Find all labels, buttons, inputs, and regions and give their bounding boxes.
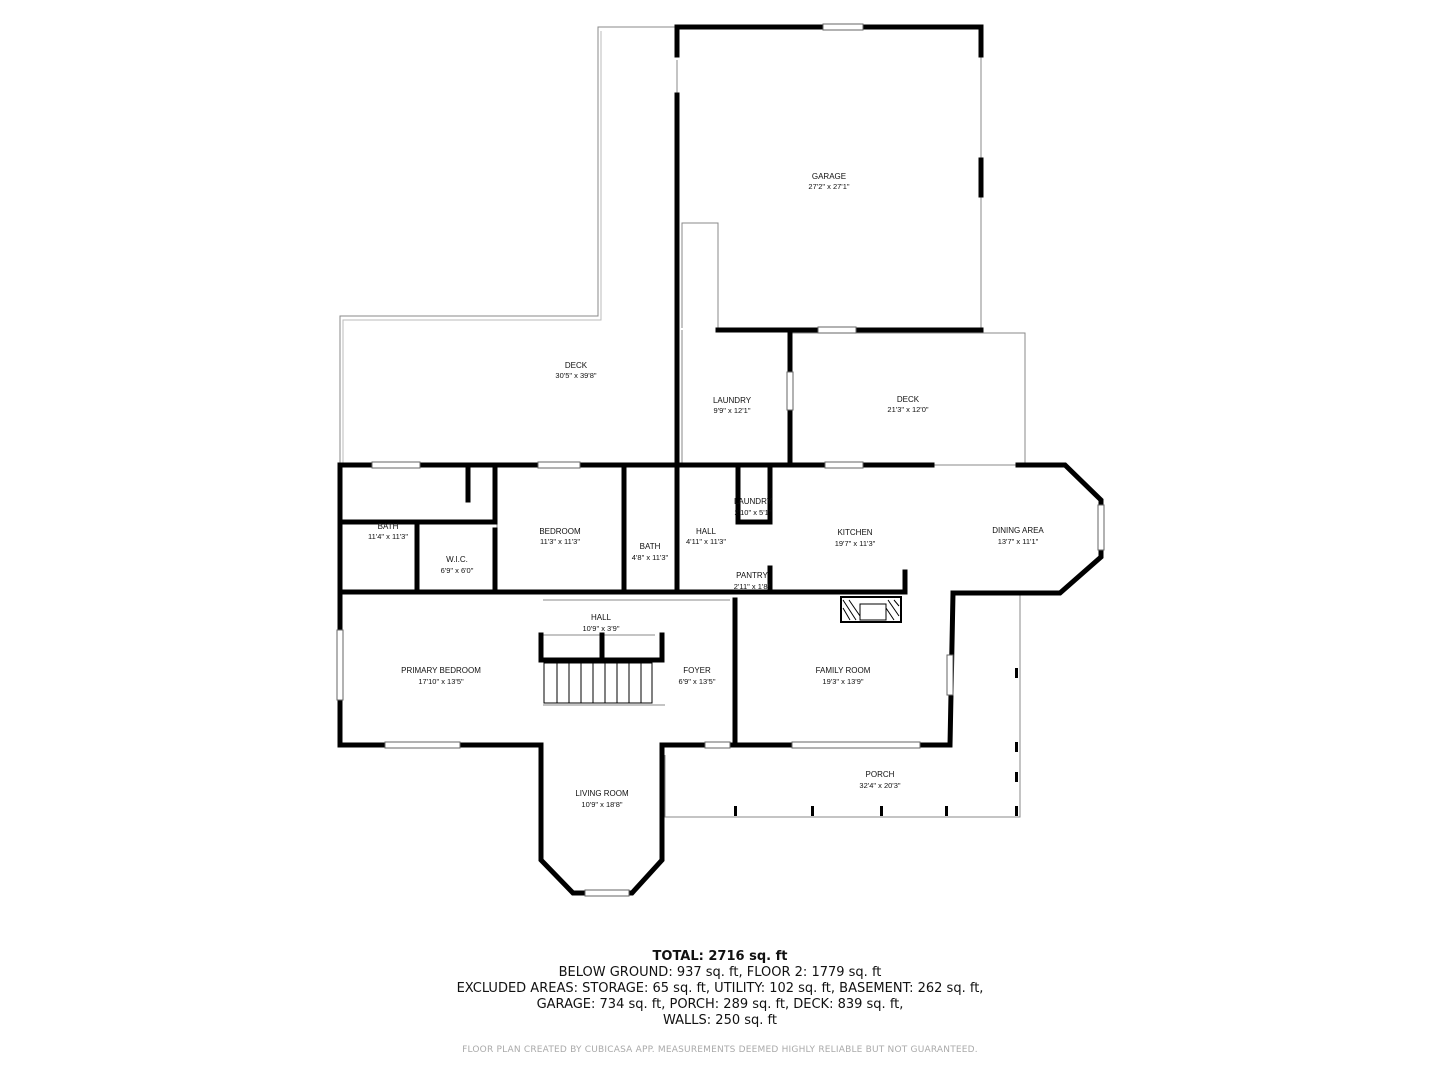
living-room-walls xyxy=(538,742,665,896)
room-name-deck-large: DECK xyxy=(565,361,588,370)
room-dims-dining: 13'7" x 11'1" xyxy=(998,537,1039,546)
stair-outline xyxy=(543,662,653,704)
windows xyxy=(336,23,1105,897)
window xyxy=(822,23,864,31)
area-line-3: GARAGE: 734 sq. ft, PORCH: 289 sq. ft, D… xyxy=(536,997,904,1012)
room-name-living-room: LIVING ROOM xyxy=(575,789,629,798)
room-name-bath-mid: BATH xyxy=(640,542,661,551)
room-dims-porch: 32'4" x 20'3" xyxy=(859,781,900,790)
room-name-hall-mid: HALL xyxy=(696,527,717,536)
room-name-laundry-upper: LAUNDRY xyxy=(713,396,752,405)
window xyxy=(1097,504,1105,551)
room-name-foyer: FOYER xyxy=(683,666,711,675)
porch-outline xyxy=(664,595,1021,818)
room-name-pantry: PANTRY xyxy=(736,571,768,580)
room-name-porch: PORCH xyxy=(866,770,895,779)
room-dims-hall-mid: 4'11" x 11'3" xyxy=(686,537,726,546)
room-dims-bedroom: 11'3" x 11'3" xyxy=(540,537,580,546)
staircase xyxy=(543,662,653,704)
room-dims-bath-left: 11'4" x 11'3" xyxy=(368,532,408,541)
room-name-bedroom: BEDROOM xyxy=(539,527,581,536)
room-dims-pantry: 2'11" x 1'8" xyxy=(734,582,771,591)
window xyxy=(817,326,857,334)
room-dims-garage: 27'2" x 27'1" xyxy=(808,182,849,191)
total-area: TOTAL: 2716 sq. ft xyxy=(652,949,788,964)
area-line-1: BELOW GROUND: 937 sq. ft, FLOOR 2: 1779 … xyxy=(558,965,882,980)
window xyxy=(824,461,864,469)
window xyxy=(384,741,461,749)
deck-small-outline xyxy=(790,332,1026,465)
deck-large-outline xyxy=(339,26,677,465)
area-summary: TOTAL: 2716 sq. ft BELOW GROUND: 937 sq.… xyxy=(0,948,1440,1029)
room-dims-foyer: 6'9" x 13'5" xyxy=(679,677,716,686)
room-dims-kitchen: 19'7" x 11'3" xyxy=(835,539,876,548)
fireplace xyxy=(840,596,902,623)
room-dims-laundry-small: 2'10" x 5'1" xyxy=(735,508,772,517)
window xyxy=(704,741,731,749)
room-name-primary-bedroom: PRIMARY BEDROOM xyxy=(401,666,481,675)
room-name-deck-small: DECK xyxy=(897,395,920,404)
room-dims-bath-mid: 4'8" x 11'3" xyxy=(632,553,669,562)
porch-posts xyxy=(734,668,1018,816)
room-name-bath-left: BATH xyxy=(378,522,399,531)
window xyxy=(786,371,794,411)
room-dims-wic: 6'9" x 6'0" xyxy=(441,566,474,575)
room-dims-hall-lower: 10'9" x 3'9" xyxy=(583,624,620,633)
window xyxy=(336,629,344,701)
room-dims-deck-large: 30'5" x 39'8" xyxy=(555,371,596,380)
deck-large-outline-inner xyxy=(342,31,602,465)
room-dims-deck-small: 21'3" x 12'0" xyxy=(887,405,928,414)
area-line-4: WALLS: 250 sq. ft xyxy=(663,1013,777,1028)
room-name-kitchen: KITCHEN xyxy=(837,528,872,537)
room-dims-family-room: 19'3" x 13'9" xyxy=(822,677,863,686)
window xyxy=(371,461,421,469)
chimney-outline xyxy=(681,222,719,328)
thin-outlines xyxy=(339,26,1026,818)
disclaimer-footer: FLOOR PLAN CREATED BY CUBICASA APP. MEAS… xyxy=(462,1045,978,1055)
room-name-dining: DINING AREA xyxy=(992,526,1044,535)
wic-walls xyxy=(414,462,498,595)
room-dims-living-room: 10'9" x 18'8" xyxy=(581,800,622,809)
window xyxy=(791,741,921,749)
small-laundry-walls xyxy=(735,462,773,525)
room-labels: GARAGE 27'2" x 27'1" DECK 30'5" x 39'8" … xyxy=(368,172,1044,809)
room-dims-primary-bedroom: 17'10" x 13'5" xyxy=(418,677,464,686)
room-name-hall-lower: HALL xyxy=(591,613,612,622)
window xyxy=(946,654,954,696)
room-name-garage: GARAGE xyxy=(812,172,846,181)
room-name-wic: W.I.C. xyxy=(446,555,468,564)
room-name-family-room: FAMILY ROOM xyxy=(816,666,871,675)
floor-plan: GARAGE 27'2" x 27'1" DECK 30'5" x 39'8" … xyxy=(336,23,1105,897)
room-dims-laundry-upper: 9'9" x 12'1" xyxy=(714,406,751,415)
room-name-laundry-small: LAUNDRY xyxy=(734,497,773,506)
area-line-2: EXCLUDED AREAS: STORAGE: 65 sq. ft, UTIL… xyxy=(456,981,984,996)
garage-walls xyxy=(674,24,984,58)
walls xyxy=(337,24,1104,896)
window xyxy=(584,889,630,897)
window xyxy=(537,461,581,469)
